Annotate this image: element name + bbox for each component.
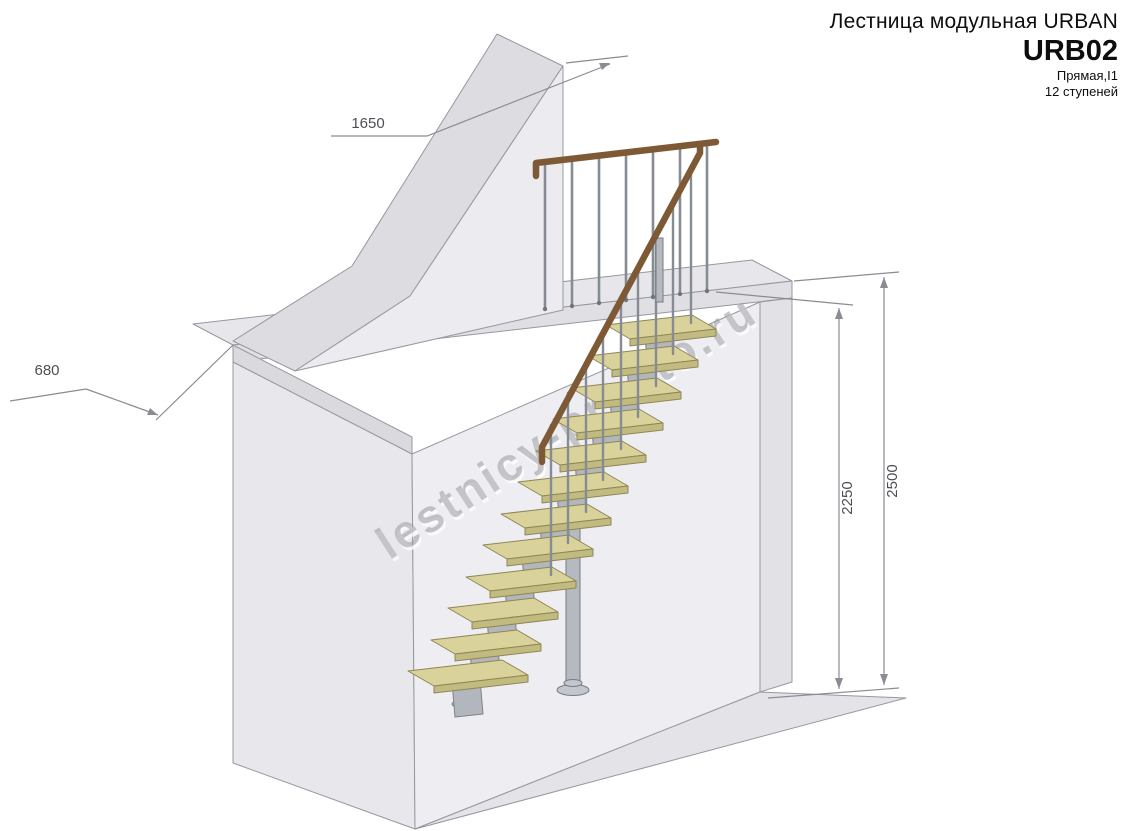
- gate-post: [655, 237, 664, 303]
- arrowhead: [599, 63, 610, 70]
- post-base-5: [650, 294, 656, 300]
- extension-line-top: [793, 271, 900, 282]
- dimension-line: [9, 388, 87, 402]
- step-count-label: 12 ступеней: [1044, 84, 1118, 100]
- post-base-1: [542, 306, 548, 312]
- dimension-2250: 2250: [715, 291, 856, 689]
- dimension-680: 680: [9, 344, 234, 421]
- extension-line: [155, 344, 234, 421]
- dimension-label-2500: 2500: [884, 464, 901, 497]
- gable-wall-front-face: [294, 65, 564, 372]
- arrowhead: [147, 408, 158, 415]
- tread-4-front: [489, 580, 577, 599]
- arrowhead-bottom: [880, 674, 888, 685]
- product-line-title: Лестница модульная URBAN: [829, 10, 1118, 33]
- balcony-handrail: [532, 138, 720, 180]
- arrowhead-top: [835, 308, 843, 319]
- post-base-3: [596, 300, 602, 306]
- model-code: URB02: [1022, 35, 1118, 67]
- post-base-6: [677, 291, 683, 297]
- extension-line: [565, 55, 629, 64]
- gable-wall: [232, 33, 564, 372]
- tread-1-front: [433, 674, 529, 694]
- arrowhead-top: [880, 277, 888, 288]
- leader-line: [85, 388, 159, 416]
- dimension-2500: 2500: [767, 271, 901, 699]
- tread-3-front: [471, 611, 559, 630]
- stair-balusters: [549, 171, 693, 577]
- leader-line: [331, 63, 611, 137]
- stair-type: Прямая,I1: [1056, 68, 1118, 83]
- extension-line-top: [715, 291, 854, 306]
- dimension-label-680: 680: [34, 362, 59, 379]
- post-base-2: [569, 303, 575, 309]
- post-base-7: [704, 288, 710, 294]
- column-collar: [563, 679, 583, 687]
- staircase: [407, 138, 720, 718]
- stair-treads: [407, 314, 717, 694]
- title-block: Лестница модульная URBAN URB02 Прямая,I1…: [830, 10, 1118, 101]
- arrowhead-bottom: [835, 678, 843, 689]
- dimension-label-2250: 2250: [839, 481, 856, 514]
- dimension-1650: 1650: [331, 55, 629, 137]
- extension-line-bottom: [767, 687, 900, 699]
- stair-handrail: [538, 140, 704, 466]
- right-wall-edge: [759, 297, 793, 693]
- balcony-railing: [542, 141, 710, 312]
- floor-surface: [414, 691, 907, 830]
- tread-2-front: [454, 643, 542, 662]
- dimension-label-1650: 1650: [351, 115, 384, 132]
